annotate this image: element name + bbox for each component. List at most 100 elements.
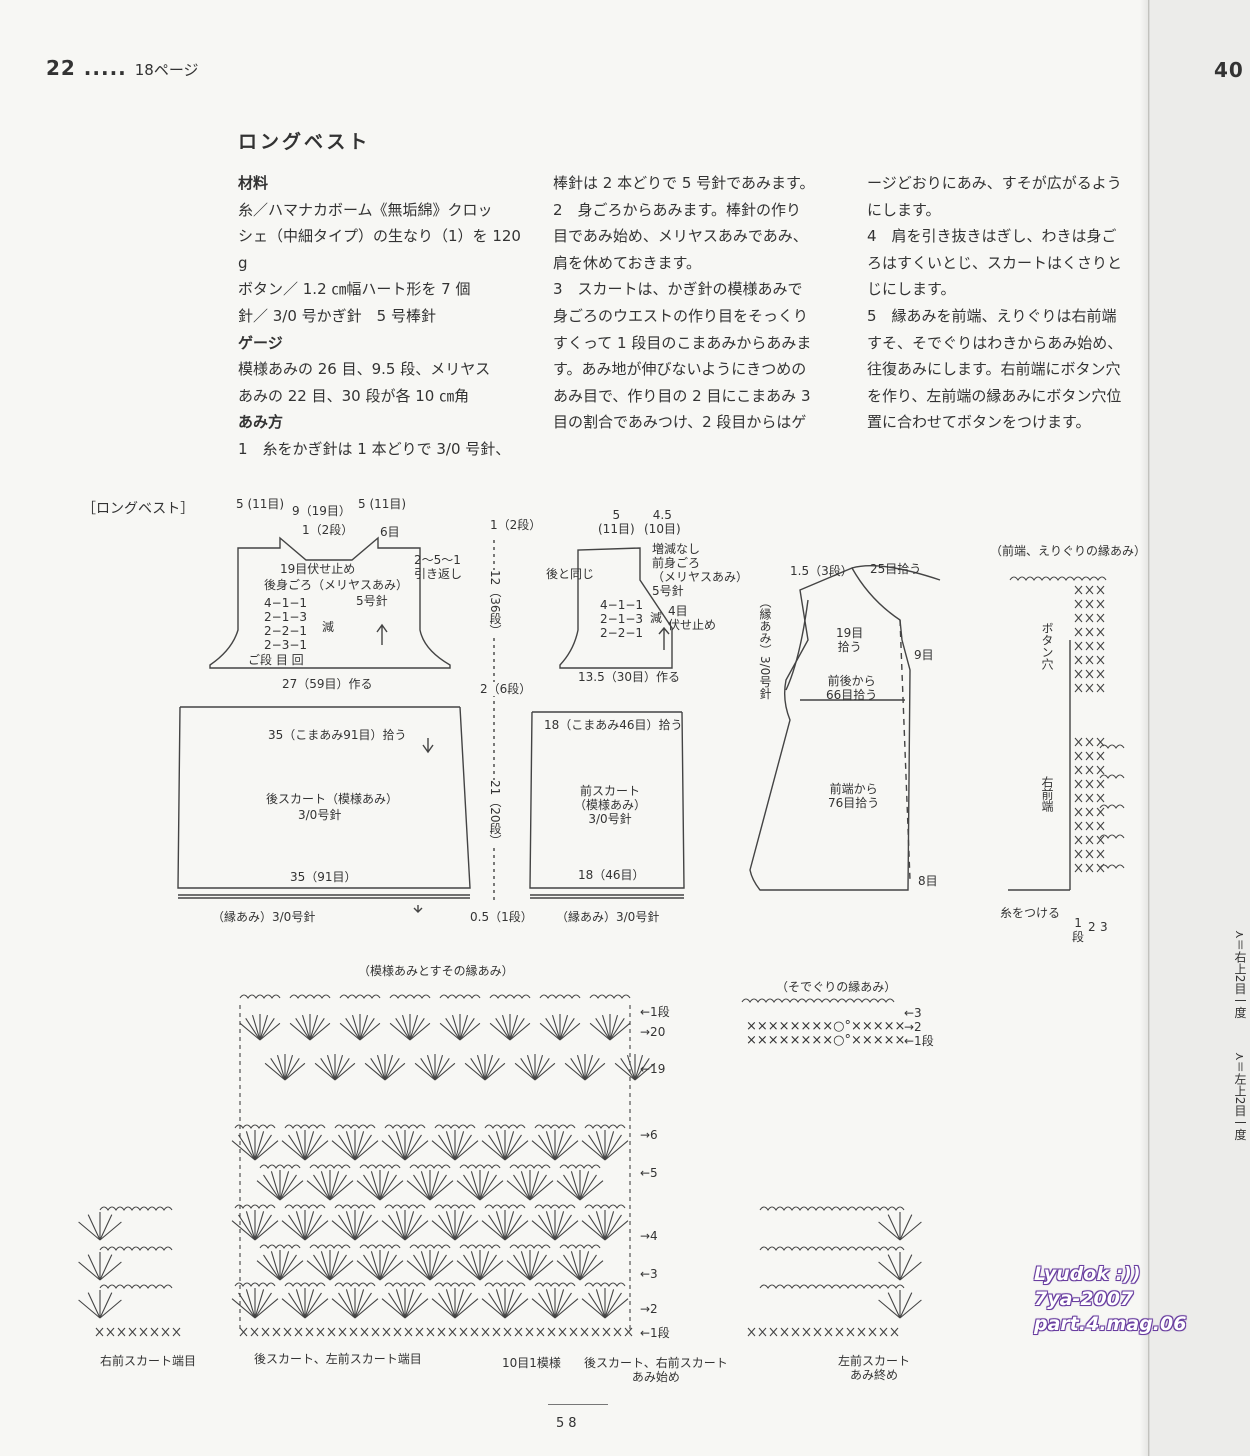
chart-stitch — [604, 1220, 629, 1241]
chart-sc — [624, 1327, 633, 1337]
chart-stitch — [431, 1220, 456, 1241]
chart-stitch — [384, 1054, 394, 1081]
chart-stitch — [329, 1260, 354, 1281]
side-b: 12（36段） — [488, 570, 502, 637]
chart-stitch — [899, 1292, 913, 1319]
chart-stitch — [545, 1211, 556, 1241]
chart-stitch — [531, 1140, 556, 1161]
chart-stitch — [514, 1062, 536, 1081]
chart-stitch — [259, 1014, 269, 1041]
chart-sc — [128, 1327, 137, 1337]
border-buttonhole: ボタン穴 — [1040, 622, 1054, 670]
sleeve-row-2: →2 — [904, 1020, 922, 1034]
chart-stitch — [563, 1174, 581, 1201]
chart-sc — [879, 1327, 888, 1337]
chart-stitch — [479, 1254, 497, 1281]
chart-stitch — [306, 1180, 331, 1201]
col1-line: あみ方 — [238, 413, 284, 432]
chart-stitch — [504, 1289, 515, 1319]
chart-stitch — [529, 1260, 554, 1281]
back-short-rows: 2〜5〜1 引き返し — [414, 553, 463, 581]
chart-sc — [404, 1327, 413, 1337]
chart-sc — [1096, 849, 1105, 859]
chart-stitch — [370, 1057, 386, 1081]
chart-chain — [259, 1244, 301, 1249]
chart-stitch — [504, 1140, 529, 1161]
chart-sc — [868, 1327, 877, 1337]
chart-stitch — [620, 1057, 636, 1081]
chart-chain — [284, 1124, 326, 1129]
vest-c: （縁あみ）3/0号針 — [758, 596, 772, 700]
chart-stitch — [281, 1140, 306, 1161]
chart-sc — [1085, 751, 1094, 761]
chart-stitch — [579, 1260, 604, 1281]
chart-stitch — [320, 1057, 336, 1081]
col1-line: あみの 22 目、30 段が各 10 ㎝角 — [238, 386, 470, 405]
chart-stitch — [356, 1180, 381, 1201]
vest-outline — [749, 567, 911, 891]
chart-stitch — [438, 1214, 456, 1241]
chart-stitch — [259, 1022, 281, 1041]
chart-stitch — [588, 1134, 606, 1161]
pattern-row-19: ←19 — [640, 1062, 666, 1076]
side-e: 0.5（1段） — [470, 910, 533, 924]
chart-sc — [1085, 765, 1094, 775]
chart-chain — [534, 1124, 576, 1129]
chart-sc — [360, 1327, 369, 1337]
chart-sc — [1074, 807, 1083, 817]
sleeve-title: （そでぐりの縁あみ） — [776, 980, 897, 994]
chart-stitch — [429, 1260, 454, 1281]
chart-stitch — [406, 1180, 431, 1201]
chart-stitch — [470, 1171, 481, 1201]
chart-stitch — [281, 1220, 306, 1241]
chart-stitch — [634, 1062, 656, 1081]
chart-chain — [334, 1124, 376, 1129]
pattern-number: 22 ..... 18ページ — [46, 56, 199, 80]
chart-stitch — [413, 1254, 431, 1281]
back-six-sts: 6目 — [380, 525, 400, 539]
col3-line: にします。 — [867, 200, 941, 219]
chart-stitch — [456, 1180, 481, 1201]
chart-stitch — [504, 1131, 515, 1161]
back-body-label: 後身ごろ（メリヤスあみ） — [264, 578, 409, 592]
chart-stitch — [539, 1022, 561, 1041]
chart-sc — [1096, 655, 1105, 665]
border-title: （前端、えりぐりの縁あみ） — [990, 544, 1147, 558]
chart-sc — [1074, 613, 1083, 623]
front-same-as-back: 後と同じ — [546, 567, 595, 581]
pattern-row-1b: ←1段 — [640, 1326, 670, 1340]
front-skirt-pickup: 18（こまあみ46目）拾う — [544, 718, 683, 732]
chart-stitch — [464, 1062, 486, 1081]
chart-sc — [602, 1327, 611, 1337]
col3-line: 5 縁あみを前端、えりぐりは右前端 — [867, 306, 1117, 325]
chart-stitch — [531, 1220, 556, 1241]
page-number-right: 40 — [1214, 58, 1244, 82]
chart-stitch — [495, 1131, 506, 1161]
chart-stitch — [78, 1299, 101, 1319]
chart-sc — [1074, 641, 1083, 651]
border-row2: 2 — [1088, 920, 1096, 934]
chart-sc — [1085, 737, 1094, 747]
chart-stitch — [329, 1251, 340, 1281]
chart-stitch — [488, 1134, 506, 1161]
back-edge: （縁あみ）3/0号針 — [212, 910, 316, 924]
front-skirt-outline — [529, 711, 685, 889]
chart-chain — [99, 1284, 173, 1289]
chart-sc — [481, 1327, 490, 1337]
chart-chain — [309, 1244, 351, 1249]
chart-stitch — [99, 1292, 113, 1319]
chart-stitch — [354, 1298, 379, 1319]
col2-line: 棒針は 2 本どりで 5 号針であみます。 — [553, 174, 815, 192]
chart-stitch — [320, 1251, 331, 1281]
chart-stitch — [288, 1292, 306, 1319]
chart-sc — [459, 1327, 468, 1337]
chart-stitch — [454, 1289, 465, 1319]
chart-stitch — [538, 1292, 556, 1319]
chart-stitch — [389, 1022, 411, 1041]
chart-chain — [309, 1164, 351, 1169]
front-measure-right: 4.5 (10目) — [644, 508, 681, 536]
chart-stitch — [489, 1022, 511, 1041]
chart-chain — [484, 1282, 526, 1287]
page-number-footer: 58 — [556, 1416, 581, 1431]
col3-line: ージどおりにあみ、すそが広がるよう — [867, 174, 1122, 192]
